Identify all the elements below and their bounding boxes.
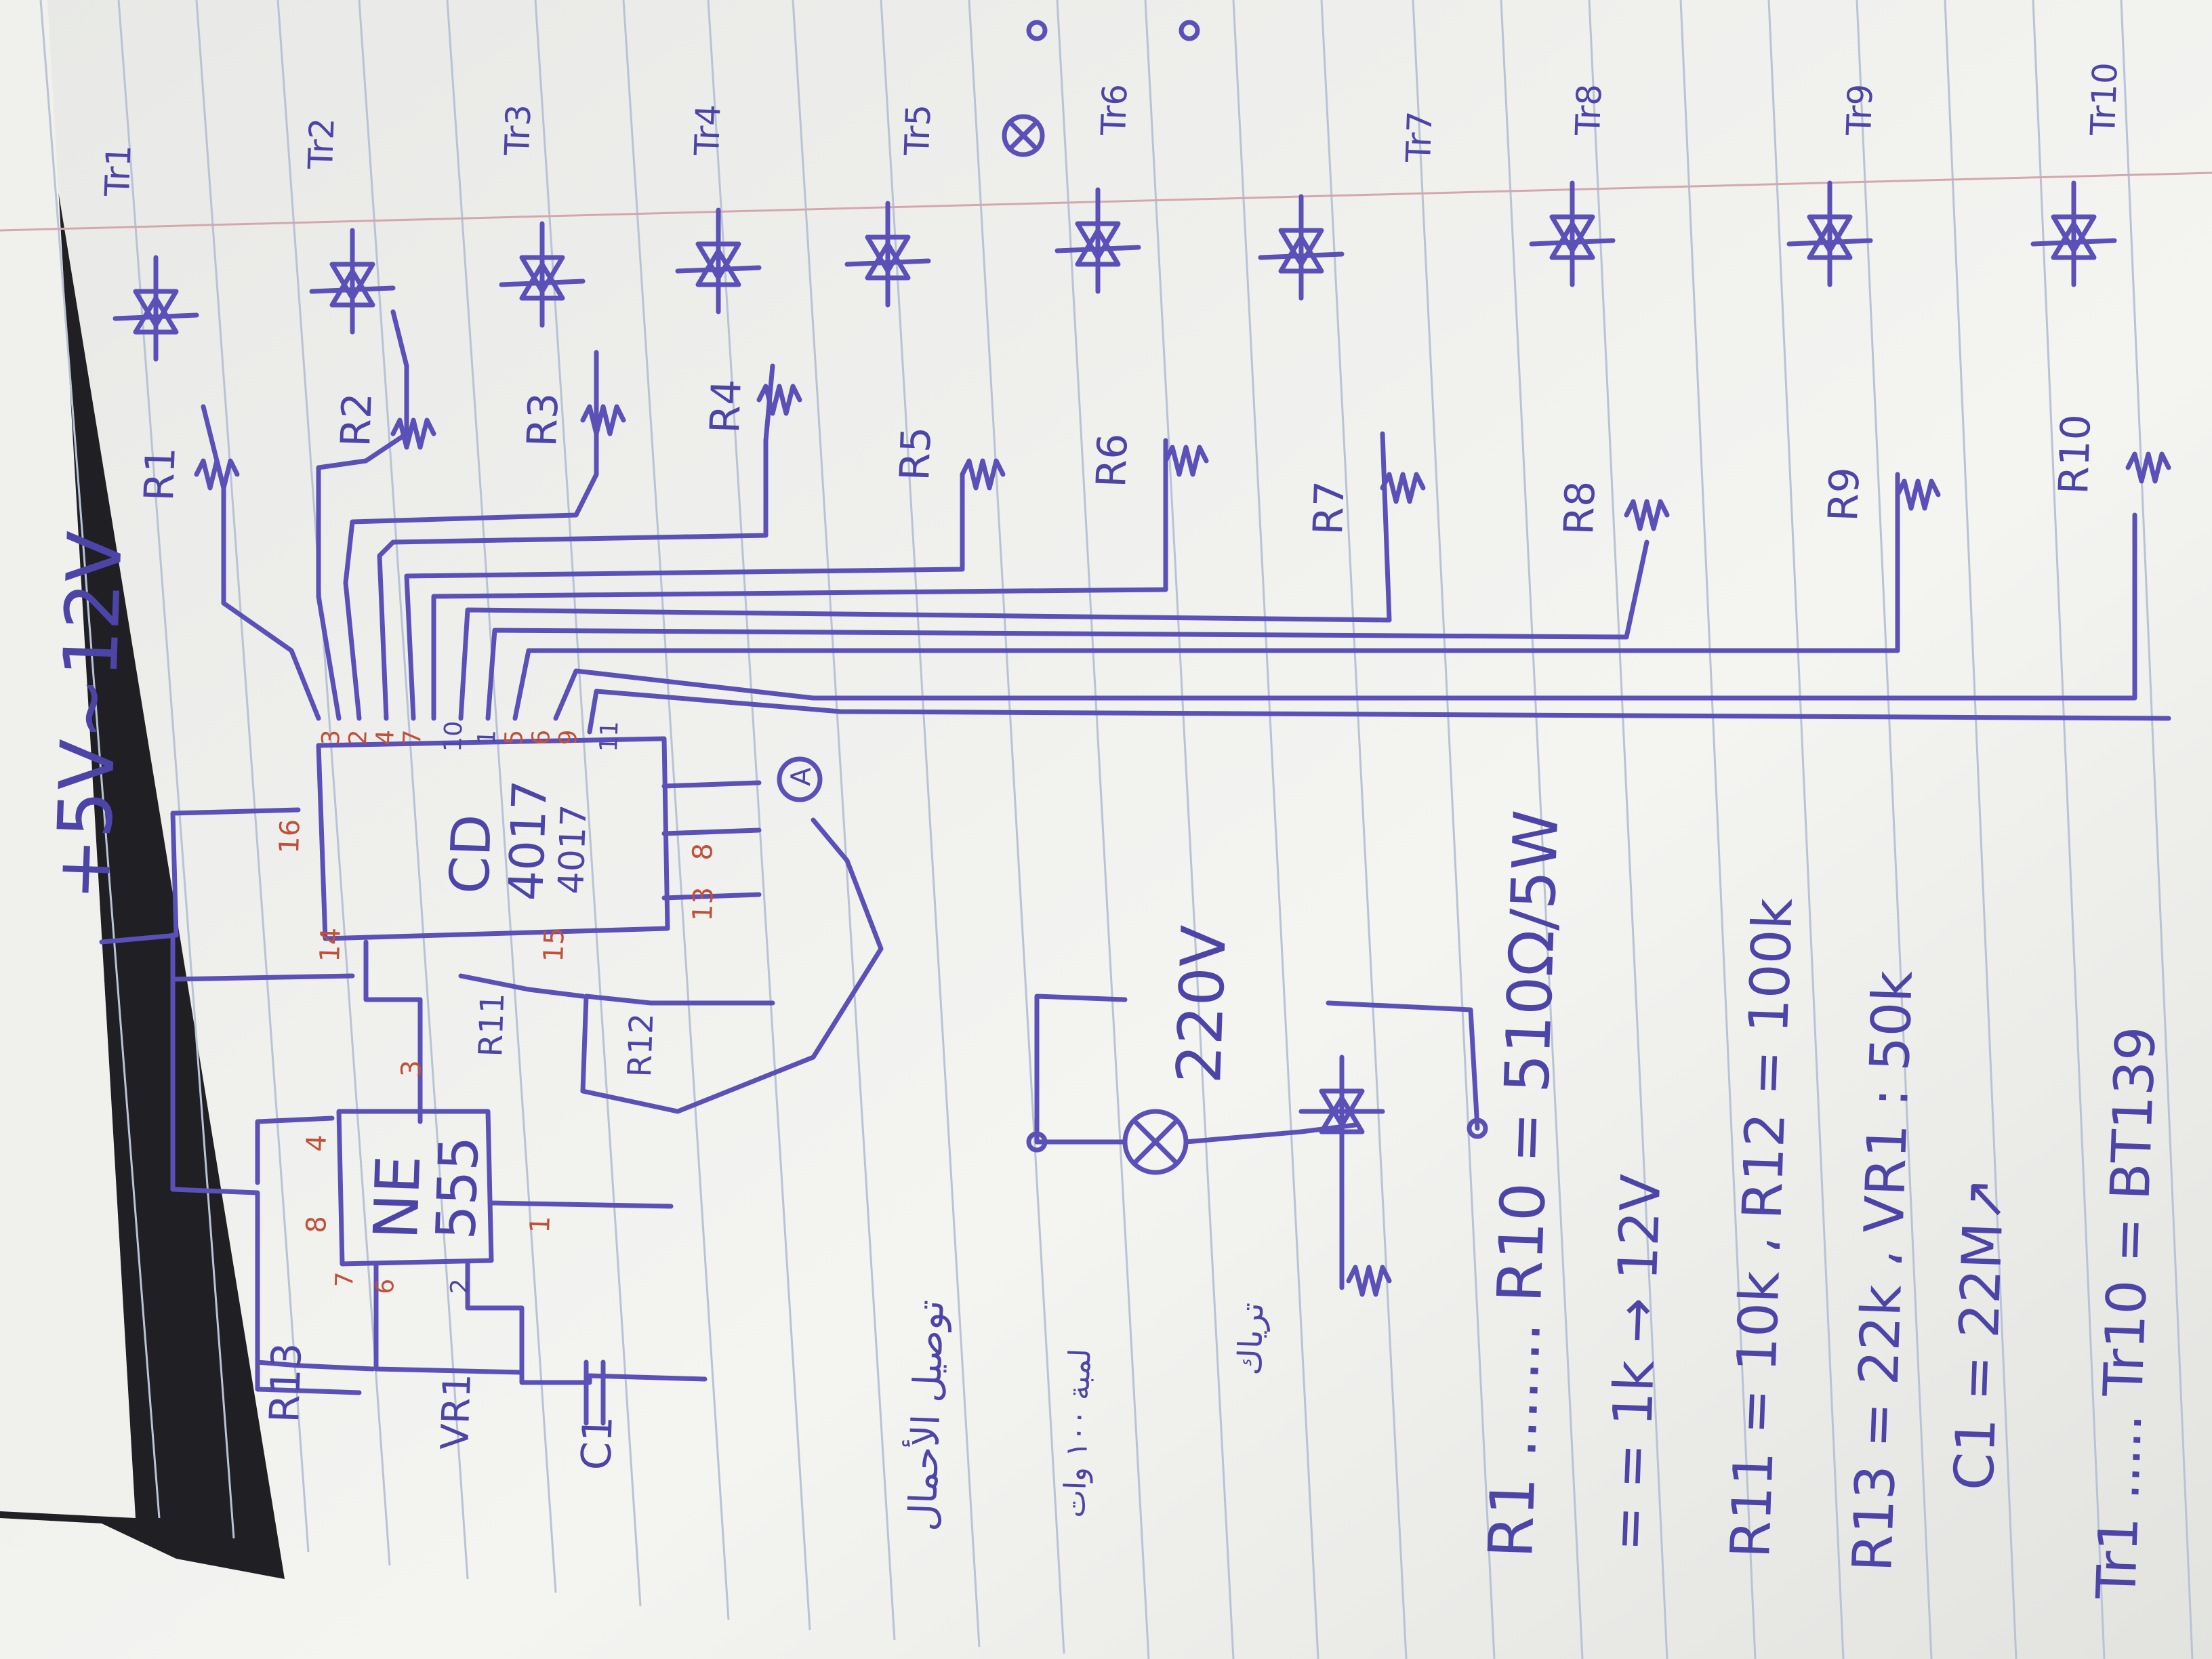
- rule-lines: [39, 0, 2194, 1659]
- 555-pin-7: 7: [331, 1271, 359, 1288]
- label-r12: R12: [621, 1012, 661, 1078]
- pin-11: 11: [595, 720, 624, 752]
- label-r7: R7: [1305, 480, 1354, 535]
- page-edge: [0, 0, 136, 1518]
- label-r9: R9: [1820, 466, 1869, 522]
- label-r6: R6: [1088, 432, 1137, 488]
- pin-16: 16: [274, 819, 306, 854]
- resistor-r10: [2125, 451, 2171, 484]
- pin-2: 2: [344, 729, 373, 745]
- margin-line: [0, 171, 2212, 232]
- lamp-top: [1002, 20, 1200, 157]
- label-r4: R4: [701, 378, 751, 434]
- label-tr7: Tr7: [1399, 110, 1440, 164]
- triac-tr5: [844, 201, 931, 308]
- resistor-r6: [1163, 445, 1209, 477]
- note-arabic-heading: توصيل الأحمال: [899, 1299, 953, 1532]
- ic-555-name-bot: 555: [424, 1135, 491, 1241]
- 555-pin-4: 4: [301, 1134, 333, 1152]
- label-tr2: Tr2: [301, 117, 342, 171]
- pin-3: 3: [317, 729, 346, 745]
- label-tr5: Tr5: [897, 104, 939, 157]
- load-example: [1026, 994, 1488, 1297]
- resistor-r9: [1895, 478, 1941, 511]
- resistor-r4: [756, 384, 802, 416]
- ic-4017-name-bot: 4017: [551, 804, 595, 895]
- label-tr1: Tr1: [98, 144, 139, 198]
- pin-15: 15: [538, 927, 571, 962]
- triac-tr3: [499, 221, 586, 328]
- resistor-row: [194, 384, 2171, 531]
- label-r11: R11: [472, 992, 512, 1057]
- pin-5: 5: [500, 729, 529, 745]
- label-tr9: Tr9: [1839, 83, 1881, 137]
- resistor-r7: [1380, 472, 1426, 504]
- label-r13: R13: [261, 1342, 311, 1423]
- pin-7: 7: [398, 729, 427, 745]
- pin-4: 4: [371, 729, 400, 745]
- resistor-r1: [194, 458, 240, 491]
- triac-tr6: [1054, 187, 1141, 294]
- label-c1: C1: [573, 1415, 622, 1471]
- label-r10: R10: [2050, 413, 2100, 495]
- triac-tr10: [2030, 180, 2117, 287]
- 555-pin-8: 8: [301, 1215, 333, 1233]
- ic-4017-name-top: CD: [438, 813, 504, 895]
- label-tr6: Tr6: [1094, 83, 1135, 137]
- label-mains: 220V: [1164, 924, 1240, 1085]
- pin-10: 10: [439, 720, 468, 752]
- label-vr1: VR1: [433, 1372, 480, 1450]
- triac-tr2: [309, 228, 396, 335]
- spec-line-5: C1 = 22M↗: [1942, 1176, 2016, 1491]
- label-r3: R3: [518, 392, 568, 447]
- label-tr3: Tr3: [497, 104, 539, 157]
- triac-tr7: [1258, 194, 1345, 301]
- label-r1: R1: [136, 446, 185, 501]
- resistor-r2: [390, 417, 436, 450]
- pin-1: 1: [473, 729, 501, 745]
- capacitor-c1: [583, 1359, 606, 1426]
- spec-line-2: = = 1k → 12V: [1597, 1173, 1673, 1553]
- triac-row: [112, 180, 2117, 362]
- supply-label: +5V~12V: [39, 530, 139, 902]
- pin-6: 6: [527, 729, 556, 745]
- resistor-r8: [1624, 499, 1670, 531]
- ic-555-name-top: NE: [361, 1154, 434, 1241]
- label-r8: R8: [1555, 480, 1605, 535]
- triac-tr4: [675, 207, 762, 314]
- triac-tr9: [1786, 180, 1873, 287]
- triac-tr1: [112, 255, 199, 362]
- wiring: [99, 309, 2171, 1395]
- led-indicator: [777, 756, 823, 802]
- label-tr10: Tr10: [2083, 62, 2125, 136]
- 555-pin-3: 3: [396, 1059, 428, 1078]
- label-led: A: [785, 766, 817, 787]
- pin-9: 9: [554, 729, 583, 745]
- 555-pin-6: 6: [371, 1278, 400, 1294]
- label-tr8: Tr8: [1568, 83, 1610, 137]
- 555-pin-1: 1: [525, 1215, 556, 1233]
- triac-tr8: [1529, 180, 1616, 287]
- pin-13: 13: [687, 886, 720, 922]
- note-arabic-triac: ترياك: [1231, 1302, 1271, 1376]
- pin-8: 8: [687, 842, 719, 861]
- label-r5: R5: [891, 426, 941, 481]
- 555-pin-2: 2: [446, 1278, 474, 1294]
- note-arabic-lamp: لمبة ١٠٠ وات: [1057, 1348, 1098, 1518]
- label-tr4: Tr4: [687, 104, 729, 157]
- resistor-r5: [960, 458, 1006, 491]
- resistor-r3: [580, 404, 626, 436]
- labels: +5V~12V CD 4017 4017 NE 555 16 14 15 13 …: [39, 62, 2167, 1601]
- ic-4017-name-mid: 4017: [498, 779, 558, 902]
- label-r2: R2: [332, 392, 382, 447]
- pin-14: 14: [314, 927, 347, 962]
